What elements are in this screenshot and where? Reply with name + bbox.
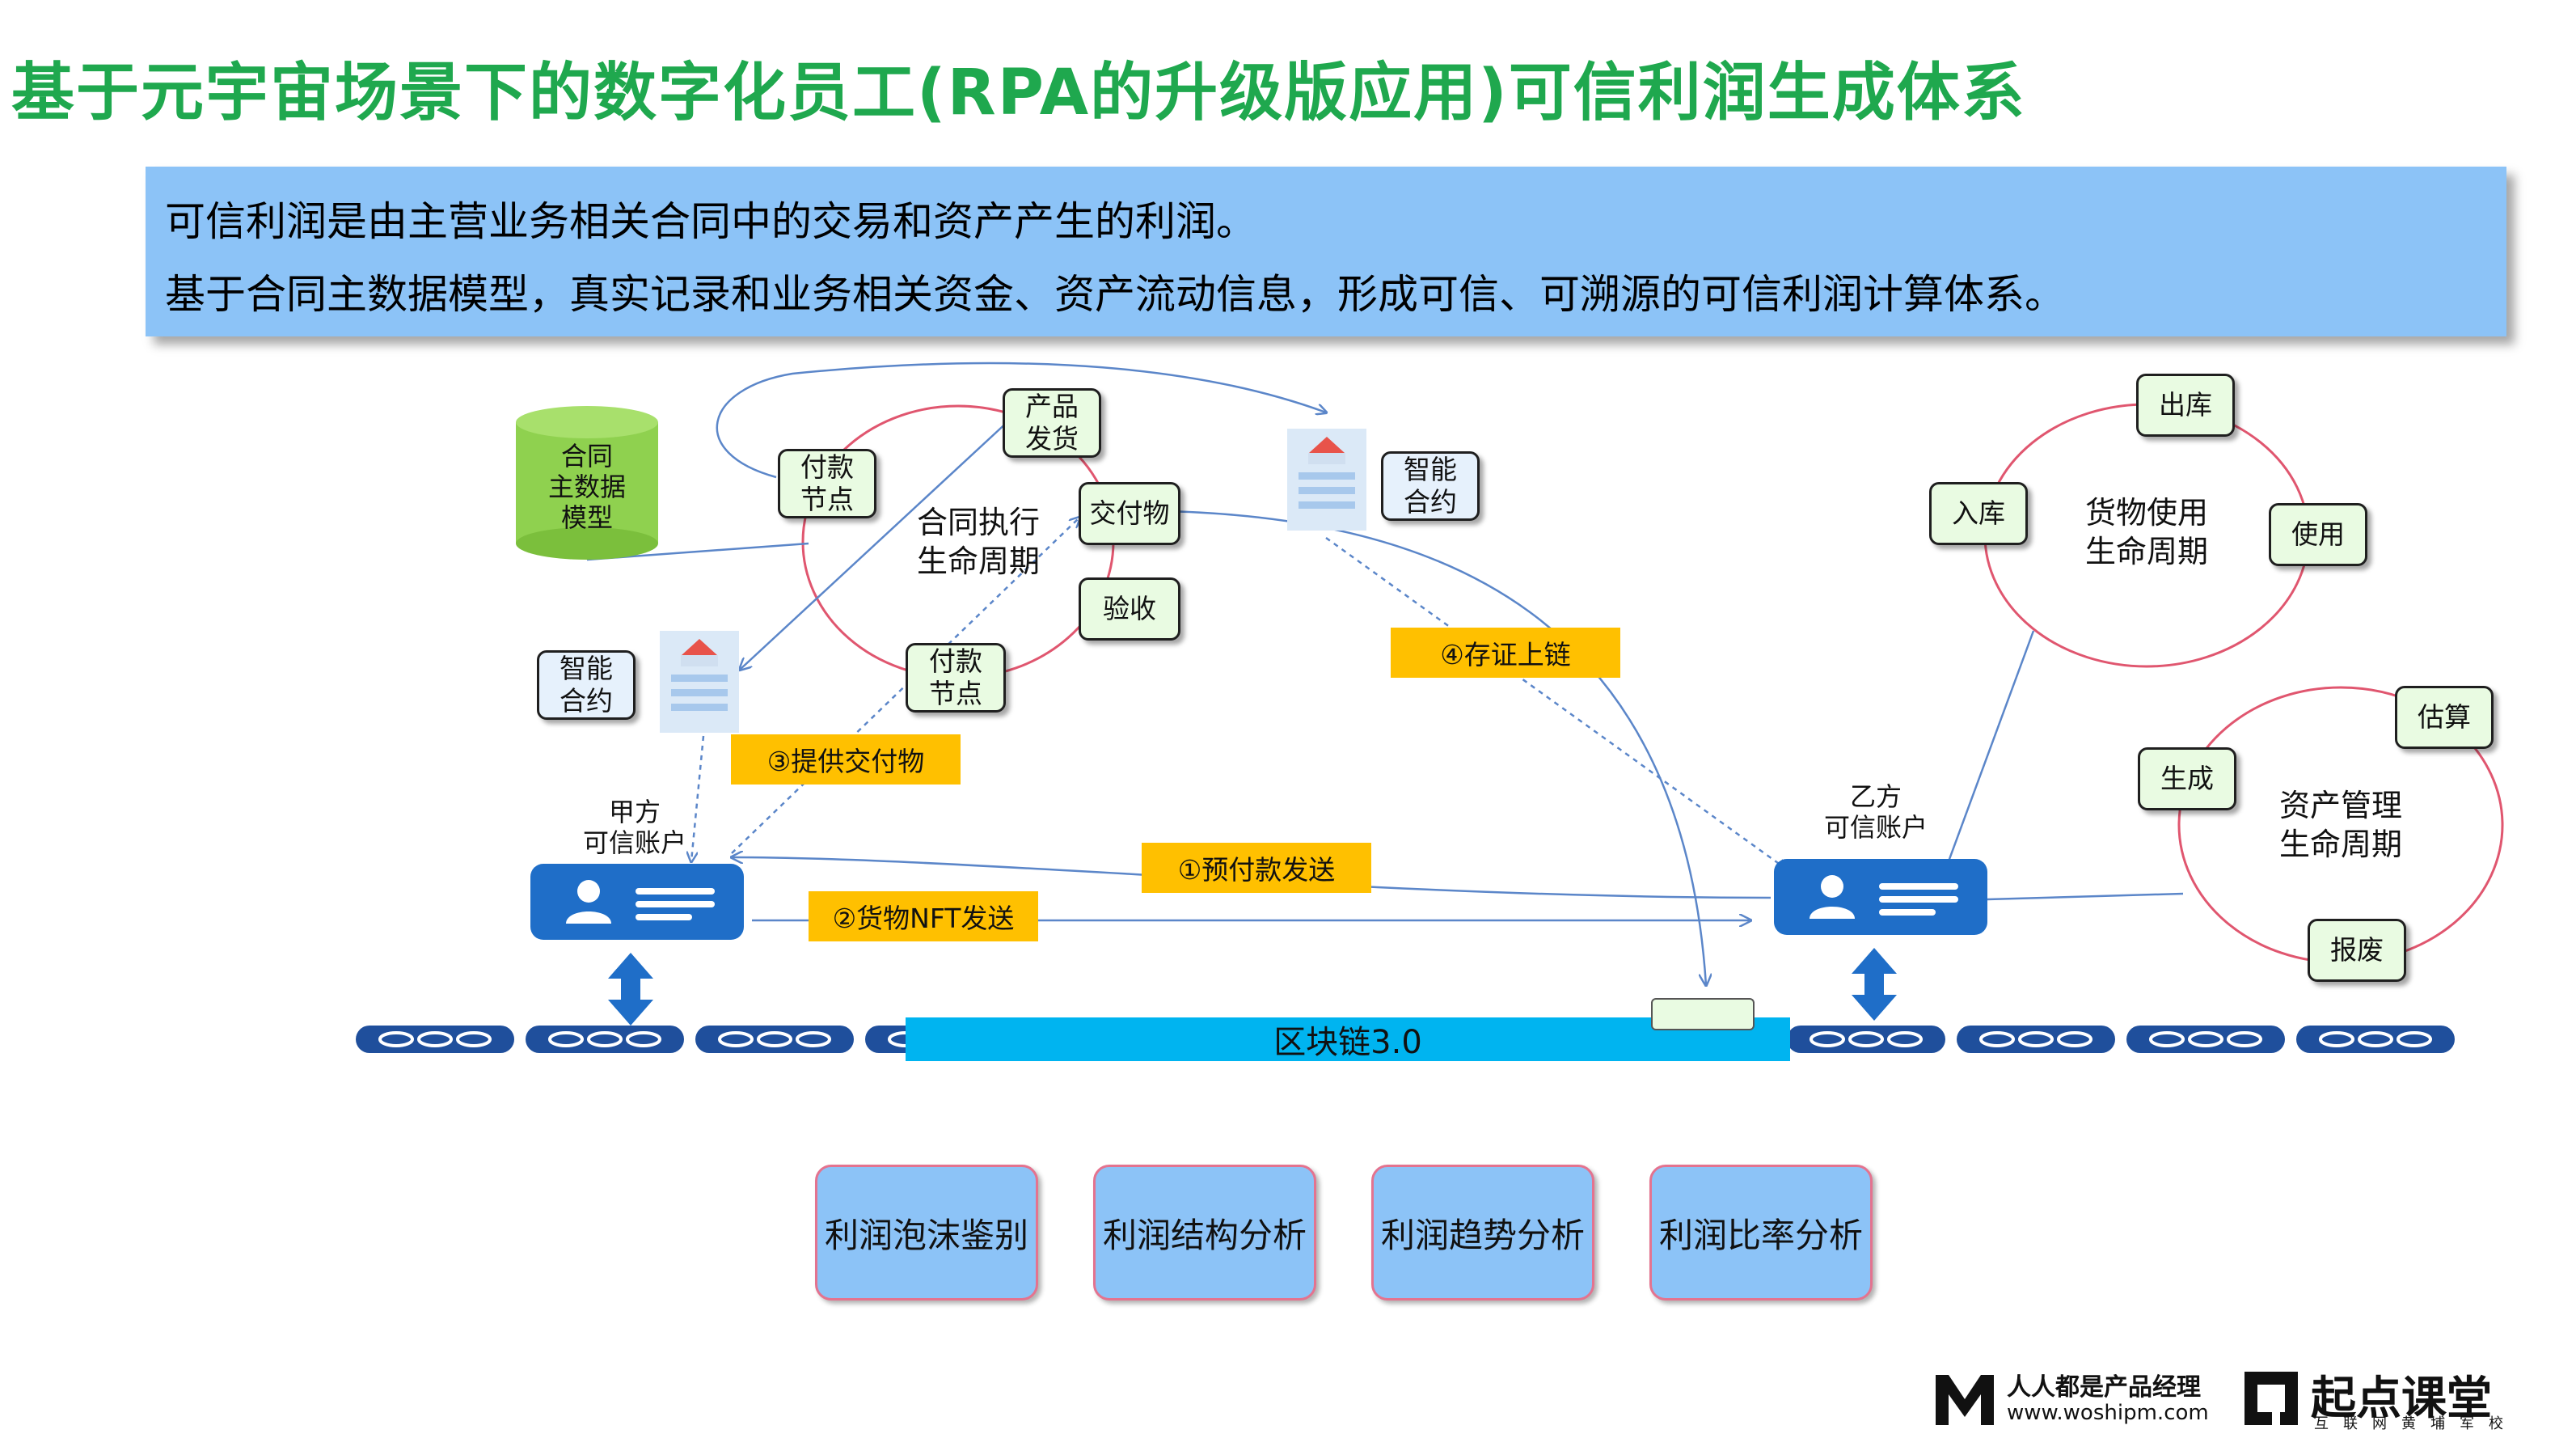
course-sub: 互联网黄埔军校 xyxy=(2314,1415,2518,1432)
page-title: 基于元宇宙场景下的数字化员工(RPA的升级版应用)可信利润生成体系 xyxy=(11,57,2026,129)
party-a-l1: 甲方 xyxy=(608,797,661,827)
chain-link xyxy=(356,1026,514,1053)
partya-to-deliverable-dashed xyxy=(731,518,1079,854)
blockchain-record-tab[interactable] xyxy=(1651,998,1755,1030)
chain-link xyxy=(695,1026,854,1053)
analysis-structure-button[interactable]: 利润结构分析 xyxy=(1093,1165,1316,1301)
smart-contract-right-l2: 合约 xyxy=(1404,486,1457,518)
node-in[interactable]: 入库 xyxy=(1929,482,2028,545)
smart-contract-tag-left[interactable]: 智能 合约 xyxy=(537,650,636,720)
smart-contract-tag-right[interactable]: 智能 合约 xyxy=(1381,451,1480,521)
chain-link-icon xyxy=(356,1026,2455,1053)
intro-line-2: 基于合同主数据模型，真实记录和业务相关资金、资产流动信息，形成可信、可溯源的可信… xyxy=(165,271,2065,318)
smart-contract-right-l1: 智能 xyxy=(1404,454,1457,485)
sc-to-partya-dashed xyxy=(691,735,705,861)
party-a-l2: 可信账户 xyxy=(582,827,686,858)
goods-cycle-label-2: 生命周期 xyxy=(2084,534,2208,569)
blockchain-bar: 区块链3.0 xyxy=(906,1017,1790,1061)
double-arrow-icon xyxy=(608,953,653,1026)
loop-arrow xyxy=(716,362,1326,479)
node-payment-bottom-l2: 节点 xyxy=(929,678,982,709)
asset-cycle-label-1: 资产管理 xyxy=(2278,788,2402,823)
party-b-l1: 乙方 xyxy=(1849,781,1902,812)
node-generate[interactable]: 生成 xyxy=(2138,747,2236,810)
node-estimate[interactable]: 估算 xyxy=(2395,686,2494,749)
asset-cycle-label-2: 生命周期 xyxy=(2278,827,2402,862)
callout-step2: ②货物NFT发送 xyxy=(809,891,1038,941)
brand-footer: 人人都是产品经理 www.woshipm.com 起点课堂 互联网黄埔军校 xyxy=(1932,1367,2563,1432)
intro-line-1: 可信利润是由主营业务相关合同中的交易和资产产生的利润。 xyxy=(165,198,1256,245)
node-payment-top-l2: 节点 xyxy=(800,484,854,515)
smart-contract-document-icon xyxy=(1287,429,1366,531)
goods-cycle-label-1: 货物使用 xyxy=(2084,495,2208,531)
account-card-icon xyxy=(566,880,715,924)
goods-cycle-label: 货物使用 生命周期 xyxy=(2054,493,2240,571)
chain-link xyxy=(2296,1026,2455,1053)
master-data-line1: 合同 xyxy=(560,441,613,472)
node-payment-bottom-l1: 付款 xyxy=(929,645,982,677)
party-a-label: 甲方 可信账户 xyxy=(570,797,699,858)
database-icon xyxy=(516,406,658,560)
asset-cycle-label: 资产管理 生命周期 xyxy=(2248,786,2434,864)
brand-logo-icon xyxy=(1936,1375,1994,1425)
account-card-icon xyxy=(1810,875,1958,919)
node-product-ship-l1: 产品 xyxy=(1025,391,1079,422)
node-acceptance[interactable]: 验收 xyxy=(1079,577,1180,641)
node-use[interactable]: 使用 xyxy=(2269,503,2367,566)
double-arrow-icon xyxy=(1852,948,1897,1021)
intro-panel: 可信利润是由主营业务相关合同中的交易和资产产生的利润。 基于合同主数据模型，真实… xyxy=(146,167,2506,336)
partyb-to-asset-line xyxy=(1987,892,2184,901)
partyb-to-goods-line xyxy=(1947,630,2035,862)
course-name: 起点课堂 xyxy=(2311,1372,2492,1425)
smart-contract-left-l1: 智能 xyxy=(560,653,613,684)
course-logo-icon xyxy=(2244,1372,2298,1425)
ship-to-smartcontract-line xyxy=(740,418,1011,670)
party-b-l2: 可信账户 xyxy=(1823,812,1928,843)
analysis-bubble-button[interactable]: 利润泡沫鉴别 xyxy=(815,1165,1038,1301)
node-payment-top[interactable]: 付款 节点 xyxy=(778,449,876,518)
node-product-ship-l2: 发货 xyxy=(1025,423,1079,455)
node-scrap[interactable]: 报废 xyxy=(2308,919,2406,982)
contract-cycle-label: 合同执行 生命周期 xyxy=(889,503,1067,581)
master-data-line3: 模型 xyxy=(560,502,613,533)
deliverable-to-chain-arrow xyxy=(1163,510,1706,985)
smart-contract-left-l2: 合约 xyxy=(560,685,613,717)
master-data-label: 合同 主数据 模型 xyxy=(526,441,648,533)
node-deliverable[interactable]: 交付物 xyxy=(1079,482,1180,545)
sc-to-partyb-dashed xyxy=(1325,536,1787,869)
analysis-ratio-button[interactable]: 利润比率分析 xyxy=(1649,1165,1873,1301)
chain-link xyxy=(1957,1026,2115,1053)
contract-cycle-label-1: 合同执行 xyxy=(916,505,1040,540)
callout-step1: ①预付款发送 xyxy=(1142,843,1371,893)
node-product-ship[interactable]: 产品 发货 xyxy=(1003,388,1101,458)
brand-url[interactable]: www.woshipm.com xyxy=(2007,1401,2209,1425)
chain-link xyxy=(1787,1026,1945,1053)
callout-step3: ③提供交付物 xyxy=(731,734,961,785)
contract-cycle-label-2: 生命周期 xyxy=(916,543,1040,579)
analysis-trend-button[interactable]: 利润趋势分析 xyxy=(1371,1165,1594,1301)
node-payment-top-l1: 付款 xyxy=(800,451,854,483)
chain-link xyxy=(526,1026,684,1053)
smart-contract-document-icon xyxy=(660,631,739,733)
node-out[interactable]: 出库 xyxy=(2136,374,2235,437)
party-b-label: 乙方 可信账户 xyxy=(1811,781,1940,843)
callout-step4: ④存证上链 xyxy=(1391,628,1620,678)
brand-name: 人人都是产品经理 xyxy=(2007,1373,2201,1402)
node-payment-bottom[interactable]: 付款 节点 xyxy=(906,643,1006,713)
chain-link xyxy=(2126,1026,2285,1053)
party-a-account-card[interactable] xyxy=(530,864,744,940)
master-data-line2: 主数据 xyxy=(547,472,626,502)
party-b-account-card[interactable] xyxy=(1774,859,1987,935)
